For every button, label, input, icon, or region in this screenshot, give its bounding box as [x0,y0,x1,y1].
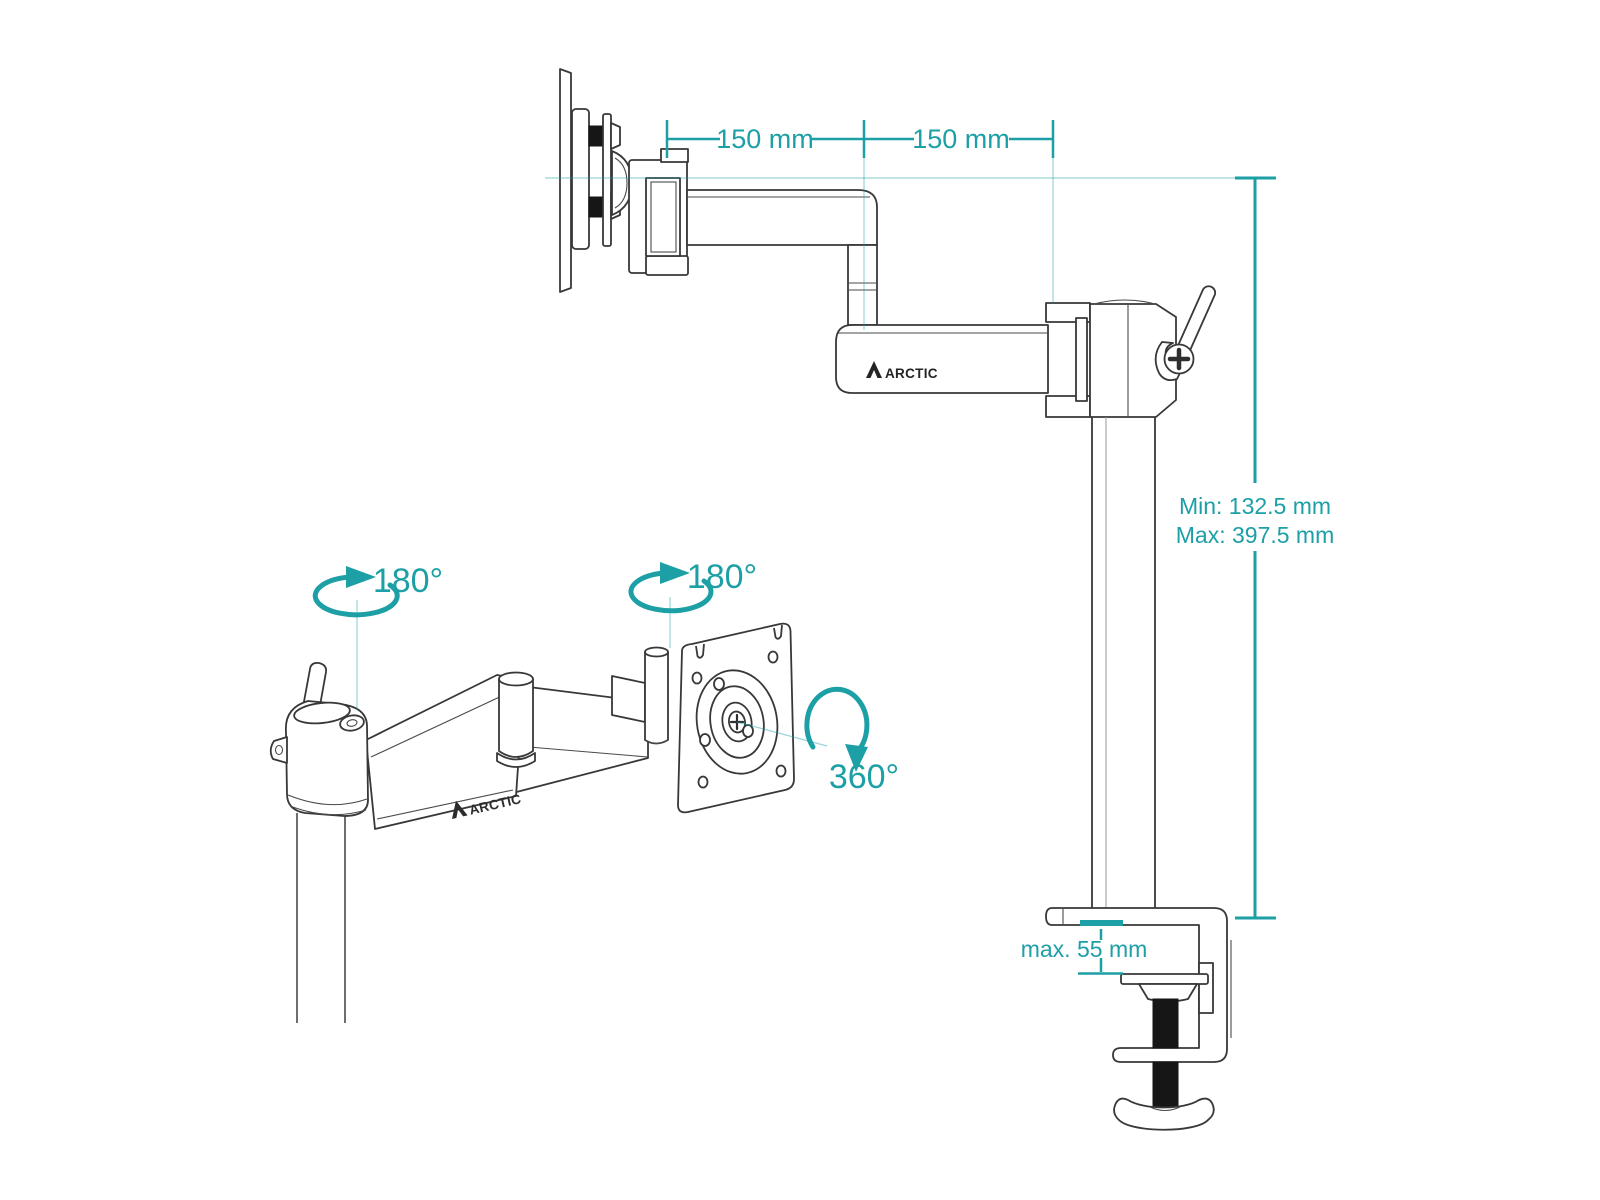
monitor-panel [559,68,572,293]
rotation-arc-icon [804,686,870,756]
desk-surface-marker [1080,920,1123,926]
yoke-jaw [1075,317,1088,402]
clamp-pad-plate [1120,973,1209,985]
elbow-seams [848,282,877,291]
persp-arm-edges [370,693,514,820]
elbow-post [847,244,878,326]
persp-clamp-boss [339,714,365,732]
persp-clamp-topface [293,701,351,725]
rotation-label-base: 180° [373,562,443,600]
housing-tab-top [660,148,689,163]
dim-label-height-max: Max: 397.5 mm [1176,522,1335,548]
phillips-cross-icon [1167,347,1191,371]
housing-inner-line [650,181,677,253]
persp-elbow-top [498,671,534,687]
clamp-rib [1198,962,1214,1014]
persp-pivot-tab [611,675,646,723]
desk-clamp-bracket [1045,907,1228,1063]
spacer-bottom [588,196,604,218]
side-view: ARCTIC [559,68,1232,1131]
persp-tab-hole [274,744,284,756]
dim-label-desk: max. 55 mm [1021,936,1148,962]
annotations: 150 mm 150 mm Min: 132.5 mm Max: 397.5 m… [312,120,1335,975]
arctic-logo-side: ARCTIC [866,361,938,381]
dim-label-arm1: 150 mm [716,124,814,154]
persp-pivot-cap-bottom [644,739,669,745]
persp-clamp-tab [269,736,288,764]
rotation-arrowhead-icon [845,744,868,772]
pole-clamp-block [1089,303,1177,418]
clamp-screw-upper [1152,998,1179,1049]
arm-segment-lower [835,324,1049,394]
swivel-arrowhead-base-icon [346,566,376,588]
persp-clamp-band [287,794,368,816]
arctic-logo-icon [452,800,468,819]
persp-elbow-collar [496,752,536,768]
ball-joint-inner [614,157,628,209]
persp-pivot-cap-top [644,646,669,658]
swivel-arrowhead-vesa-icon [660,562,690,584]
vesa-hole-tr [767,650,779,664]
persp-pole [296,813,346,1023]
dim-label-arm2: 150 mm [912,124,1010,154]
clamp-foot-inner [1149,1106,1181,1112]
persp-clamp-boss-inner [346,719,358,727]
spacer-top [588,125,604,147]
clamp-foot [1113,1097,1215,1131]
vesa-backplate [571,108,590,250]
clamp-screw-lower [1152,1061,1179,1108]
vesa-hole-tl [691,671,703,685]
hook-top [610,122,621,150]
hub-screw-cross-icon [729,713,745,731]
vesa-notch-right [773,624,783,640]
housing-tab-bottom [645,255,689,276]
persp-elbow [498,678,534,758]
housing-inner [645,177,681,257]
hub-screw-2 [699,733,711,747]
perspective-view: ARCTIC [269,622,795,1023]
arctic-logo-icon [866,361,882,378]
arctic-logo-text: ARCTIC [885,366,938,381]
swivel-arc-base-icon [312,574,400,618]
arm-segment-upper [686,189,878,246]
dim-label-height-min: Min: 132.5 mm [1179,493,1331,519]
rotation-label-vesa-rotation: 360° [829,758,899,796]
vesa-notch-left [695,643,705,659]
block-top-collar [1093,299,1156,305]
dim-ticks-desk [1078,929,1123,975]
hub-screw-1 [713,677,725,691]
vesa-hole-bl [697,775,709,789]
vesa-hole-br [775,764,787,778]
swivel-arc-vesa-icon [628,570,714,614]
persp-pivot-column [644,648,669,745]
rotation-label-vesa-swivel: 180° [687,558,757,596]
persp-lever-pin [302,661,328,712]
adapter-plate [602,113,612,247]
hub-screw-3 [742,724,754,738]
